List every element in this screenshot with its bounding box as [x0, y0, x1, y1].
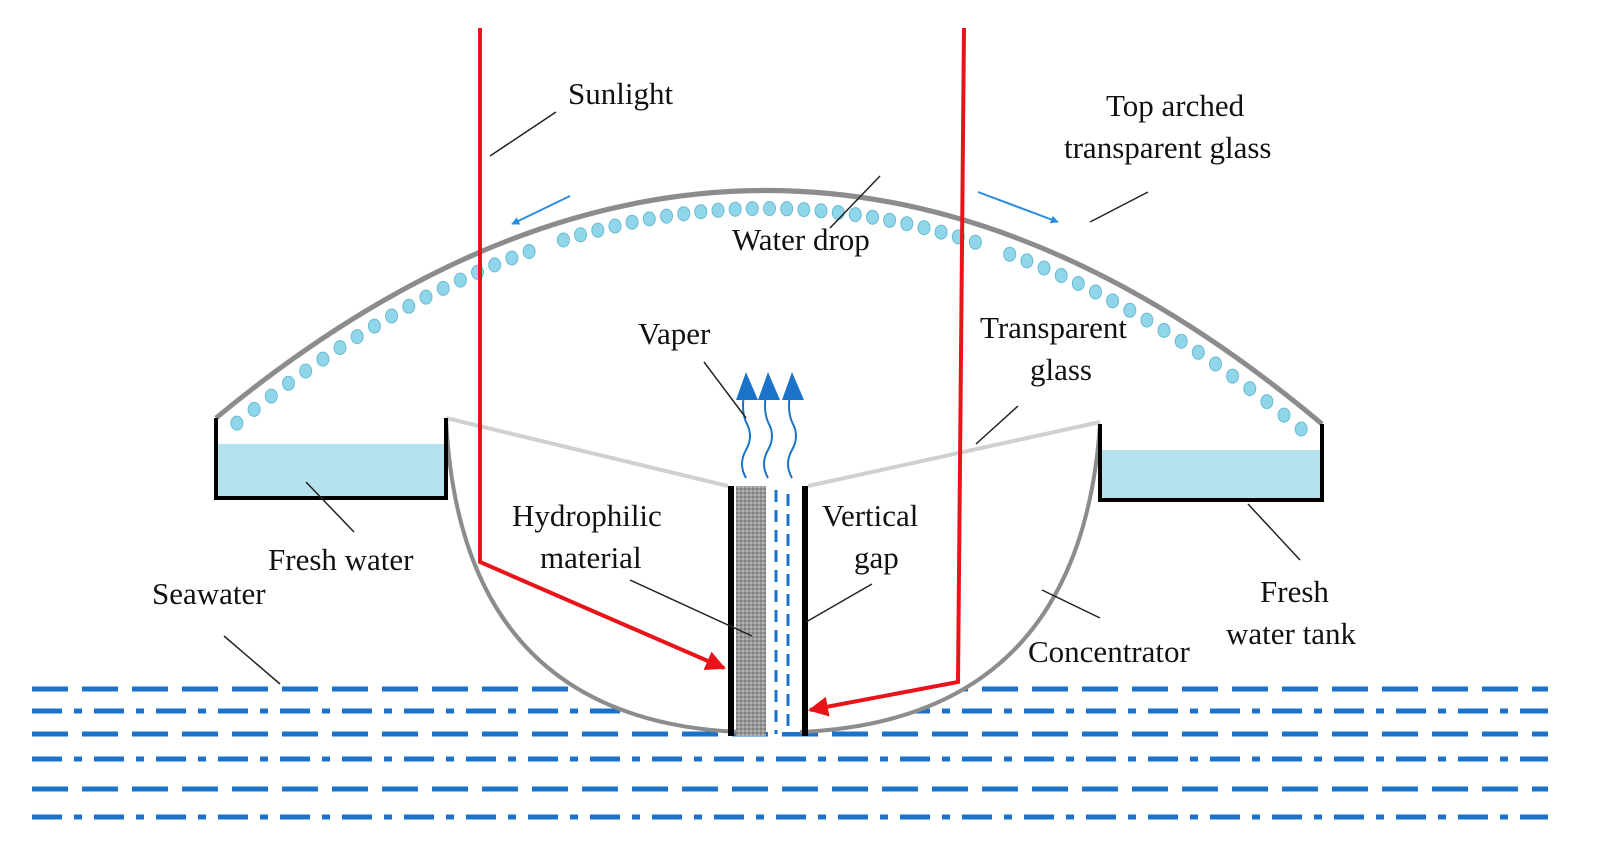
- water-drop: [556, 232, 570, 248]
- water-drops: [230, 201, 1308, 437]
- drop-flow-arrows: [511, 191, 1059, 225]
- water-drop: [436, 280, 450, 296]
- label-vaper: Vaper: [638, 316, 711, 351]
- water-drop: [797, 202, 811, 218]
- water-drop: [574, 227, 588, 243]
- fresh-water-tank: [1098, 424, 1324, 502]
- concentrator-curve: [444, 417, 1102, 734]
- labels: Sunlight Top arched transparent glass Wa…: [152, 76, 1356, 669]
- water-drop: [625, 214, 639, 230]
- water-drop: [745, 201, 759, 217]
- water-drop: [866, 209, 879, 225]
- fresh-water-left-tray: [214, 418, 448, 500]
- concentrator-bowl: [446, 418, 1100, 732]
- water-drop: [1294, 421, 1308, 437]
- water-drop: [677, 206, 691, 222]
- water-drop: [1106, 293, 1120, 309]
- water-drop: [1089, 284, 1102, 300]
- water-drop: [694, 204, 708, 220]
- water-drop: [711, 202, 725, 218]
- label-top-glass-1: Top arched: [1106, 88, 1245, 123]
- water-drop: [505, 250, 519, 266]
- water-drop: [1003, 246, 1017, 262]
- water-drop: [1226, 368, 1240, 384]
- water-drop: [1054, 268, 1068, 283]
- water-drop: [831, 205, 845, 220]
- water-drop: [1277, 407, 1291, 423]
- top-arched-glass: [214, 188, 1324, 426]
- water-drop: [1123, 302, 1137, 318]
- water-drop: [900, 216, 914, 232]
- water-drop: [1157, 322, 1171, 338]
- label-seawater: Seawater: [152, 576, 266, 611]
- seawater-lines: [32, 686, 1548, 820]
- water-drop: [1037, 260, 1051, 276]
- water-drop: [642, 211, 656, 227]
- water-drop: [968, 234, 982, 250]
- label-transparent-glass-1: Transparent: [980, 310, 1127, 345]
- water-drop: [660, 208, 673, 224]
- transparent-glass: [445, 416, 1101, 488]
- water-drop: [763, 201, 776, 216]
- water-drop: [1020, 253, 1034, 269]
- label-sunlight: Sunlight: [568, 76, 673, 111]
- vapor-arrows: [736, 372, 804, 479]
- leader-lines: [223, 111, 1301, 685]
- label-top-glass-2: transparent glass: [1064, 130, 1271, 165]
- water-drop: [1071, 276, 1085, 291]
- water-drop: [230, 415, 244, 431]
- evaporator-column: [728, 486, 808, 736]
- water-drop: [316, 351, 330, 367]
- water-drop: [591, 222, 605, 238]
- water-drop: [522, 244, 536, 259]
- water-drop: [264, 388, 278, 404]
- label-transparent-glass-2: glass: [1030, 352, 1092, 387]
- water-drop: [453, 272, 467, 288]
- label-vertical-gap-2: gap: [854, 540, 899, 575]
- water-drop: [608, 218, 622, 234]
- water-drop: [1140, 312, 1154, 328]
- label-hydrophilic-2: material: [540, 540, 642, 575]
- water-drop: [385, 308, 399, 324]
- water-drop: [1174, 333, 1188, 349]
- label-vertical-gap-1: Vertical: [822, 498, 918, 533]
- label-hydrophilic-1: Hydrophilic: [512, 498, 662, 533]
- water-drop: [367, 318, 381, 334]
- water-drop: [299, 363, 313, 379]
- water-drop: [814, 203, 828, 219]
- water-drop: [883, 212, 897, 228]
- water-drop: [1209, 356, 1222, 372]
- water-drop: [282, 375, 295, 391]
- sun-rays: [478, 27, 966, 717]
- water-drop: [1260, 394, 1274, 410]
- water-drop: [247, 401, 261, 417]
- label-fresh-water: Fresh water: [268, 542, 414, 577]
- water-drop: [350, 329, 364, 345]
- water-drop: [848, 207, 862, 223]
- water-drop: [419, 289, 433, 305]
- water-drop: [488, 257, 502, 273]
- water-drop: [917, 220, 931, 236]
- label-water-drop: Water drop: [732, 222, 870, 257]
- label-fresh-tank-2: water tank: [1226, 616, 1356, 651]
- water-drop: [333, 340, 347, 356]
- water-drop: [402, 298, 416, 314]
- water-drop: [1243, 381, 1257, 397]
- water-drop: [780, 201, 794, 217]
- water-drop: [1191, 344, 1205, 360]
- water-drop: [728, 201, 742, 217]
- water-drop: [934, 224, 948, 240]
- label-concentrator: Concentrator: [1028, 634, 1191, 669]
- label-fresh-tank-1: Fresh: [1260, 574, 1329, 609]
